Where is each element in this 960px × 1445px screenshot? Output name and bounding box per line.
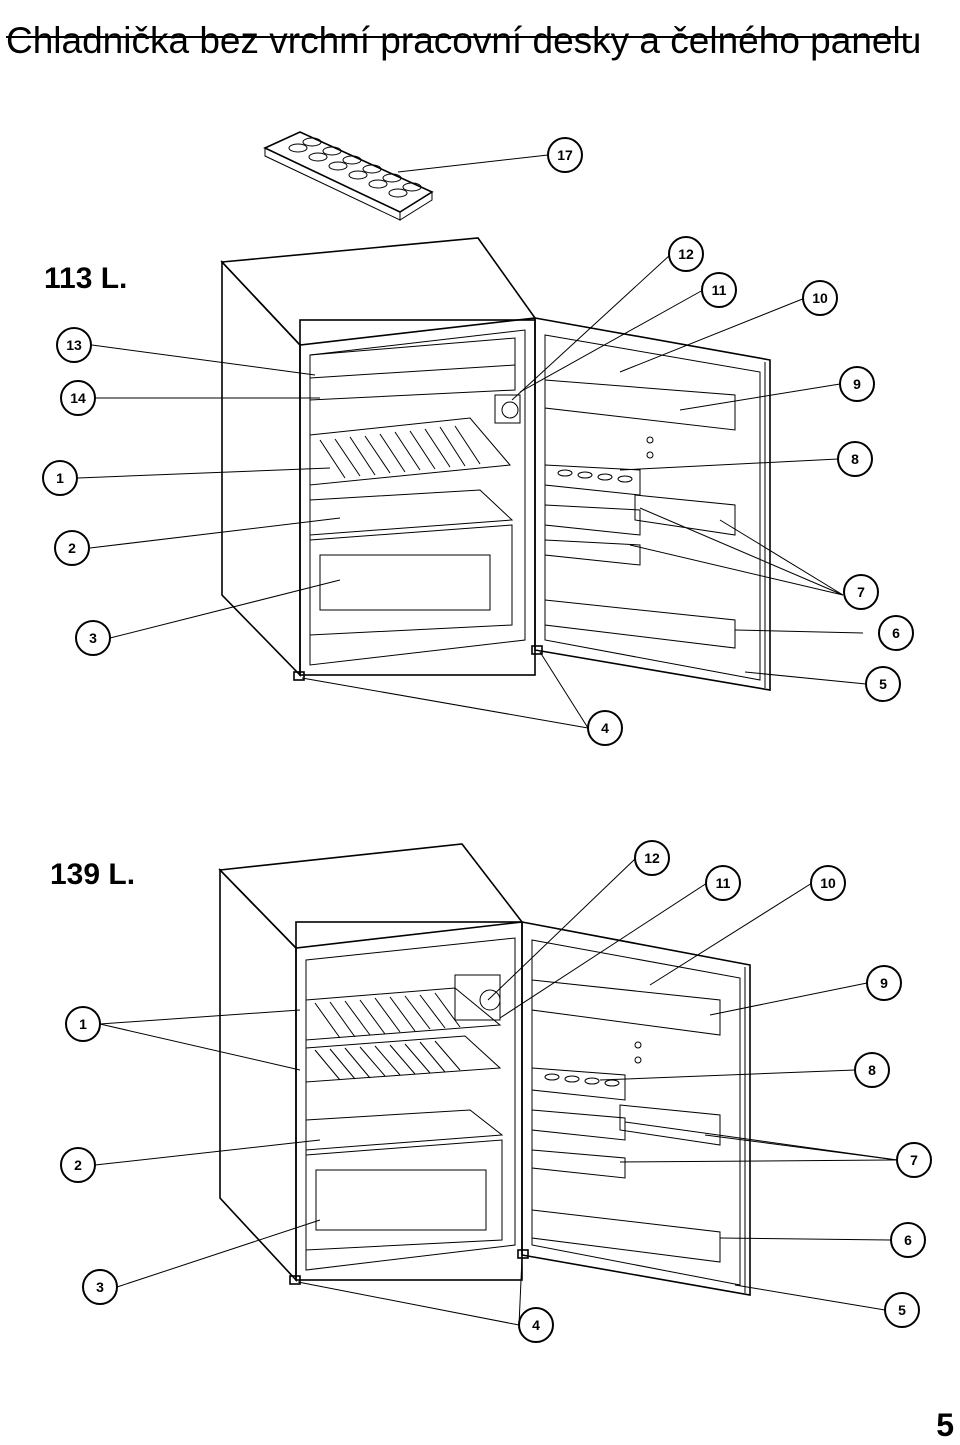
callout-12: 12	[668, 236, 704, 272]
ice-cube-tray	[263, 131, 434, 221]
svg-text:14: 14	[70, 390, 86, 406]
page-number: 5	[936, 1407, 954, 1443]
svg-text:10: 10	[820, 875, 836, 891]
callout-9: 9	[839, 366, 875, 402]
callout-17: 17	[547, 137, 583, 173]
svg-text:1: 1	[79, 1016, 87, 1032]
svg-text:3: 3	[96, 1279, 104, 1295]
svg-text:6: 6	[892, 625, 900, 641]
svg-text:13: 13	[66, 337, 82, 353]
fridge-139-callouts: 12 11 10 9 1 8 2 7 6 3 5 4	[60, 840, 932, 1343]
callout-10: 10	[810, 865, 846, 901]
page-title: Chladnička bez vrchní pracovní desky a č…	[6, 19, 922, 61]
callout-4: 4	[587, 710, 623, 746]
svg-text:9: 9	[880, 975, 888, 991]
callout-8: 8	[837, 441, 873, 477]
svg-text:11: 11	[716, 875, 731, 891]
model-label-113: 113 L.	[44, 262, 128, 295]
svg-text:7: 7	[910, 1152, 918, 1168]
svg-text:5: 5	[898, 1302, 906, 1318]
fridge-113-drawing	[220, 237, 771, 691]
svg-text:2: 2	[68, 540, 76, 556]
svg-text:3: 3	[89, 630, 97, 646]
callout-5: 5	[865, 666, 901, 702]
svg-text:8: 8	[851, 451, 859, 467]
callout-7: 7	[843, 574, 879, 610]
svg-text:5: 5	[879, 676, 887, 692]
fridge-139-leader-lines	[94, 857, 898, 1326]
svg-text:4: 4	[532, 1317, 540, 1333]
callout-6: 6	[878, 615, 914, 651]
svg-text:12: 12	[644, 850, 660, 866]
title-underline	[6, 36, 912, 38]
svg-text:9: 9	[853, 376, 861, 392]
svg-text:12: 12	[678, 246, 694, 262]
svg-text:17: 17	[557, 147, 573, 163]
callout-7: 7	[896, 1142, 932, 1178]
callout-11: 11	[705, 865, 741, 901]
fridge-113-callouts: 17 12 11 10 13 14 9 1 8 2 7 3 6 5 4	[42, 137, 914, 746]
callout-13: 13	[56, 327, 92, 363]
svg-text:1: 1	[56, 470, 64, 486]
callout-2: 2	[60, 1147, 96, 1183]
svg-text:2: 2	[74, 1157, 82, 1173]
callout-14: 14	[60, 380, 96, 416]
callout-4: 4	[518, 1307, 554, 1343]
svg-text:7: 7	[857, 584, 865, 600]
svg-text:10: 10	[812, 290, 828, 306]
callout-3: 3	[82, 1269, 118, 1305]
callout-2: 2	[54, 530, 90, 566]
fridge-139-drawing	[218, 843, 751, 1296]
svg-text:4: 4	[601, 720, 609, 736]
callout-8: 8	[854, 1052, 890, 1088]
callout-1: 1	[42, 460, 78, 496]
callout-10: 10	[802, 280, 838, 316]
callout-9: 9	[866, 965, 902, 1001]
svg-text:6: 6	[904, 1232, 912, 1248]
callout-3: 3	[75, 620, 111, 656]
callout-6: 6	[890, 1222, 926, 1258]
svg-text:11: 11	[712, 282, 727, 298]
callout-1: 1	[65, 1006, 101, 1042]
callout-11: 11	[701, 272, 737, 308]
callout-12: 12	[634, 840, 670, 876]
model-label-139: 139 L.	[50, 858, 136, 891]
svg-text:8: 8	[868, 1062, 876, 1078]
fridge-113-leader-lines	[77, 154, 867, 729]
callout-5: 5	[884, 1292, 920, 1328]
